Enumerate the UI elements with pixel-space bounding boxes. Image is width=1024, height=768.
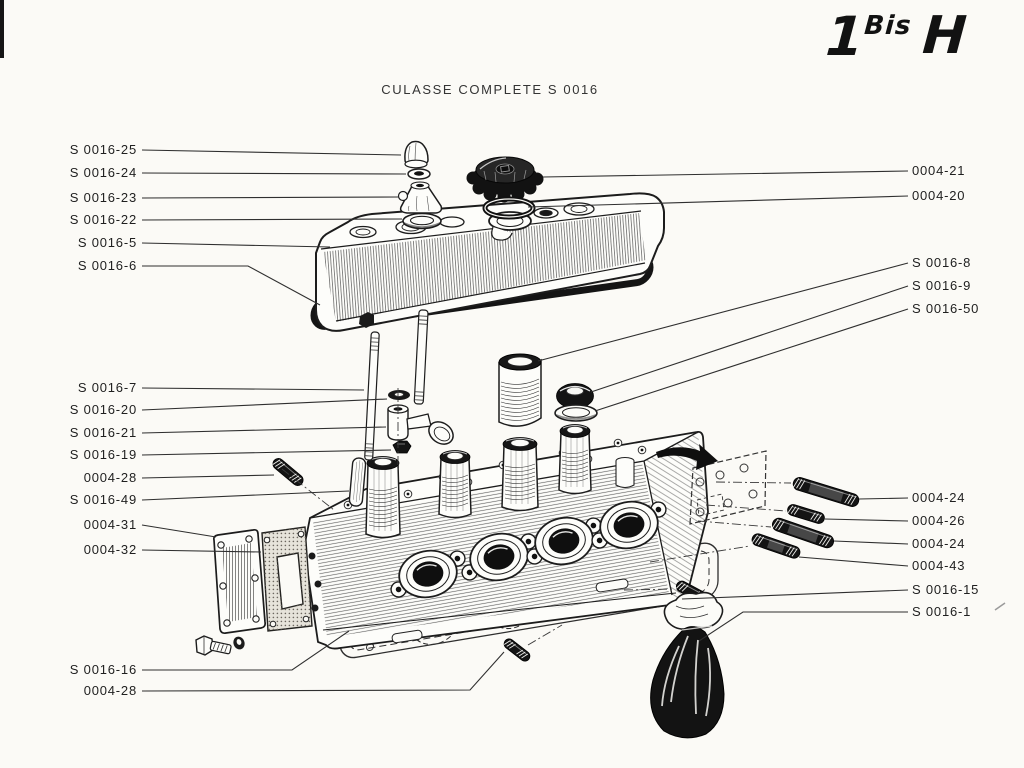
part-label: 0004-28	[83, 470, 137, 485]
flat-ring	[402, 212, 442, 230]
tube-seal-ring	[556, 383, 594, 409]
head-studs	[272, 458, 860, 662]
part-label: S 0016-49	[69, 492, 137, 507]
part-label: S 0016-7	[77, 380, 137, 395]
end-plate-gasket	[261, 526, 313, 632]
acorn-nut	[404, 140, 429, 169]
part-label: S 0016-24	[69, 165, 137, 180]
part-label: 0004-28	[83, 683, 137, 698]
centerlines	[281, 388, 792, 646]
valve-guide-towers	[365, 424, 592, 539]
parts-bag	[650, 591, 725, 739]
dowel-pin	[348, 457, 367, 507]
cone-seal	[397, 181, 443, 214]
part-label: S 0016-19	[69, 447, 137, 462]
cover-stud-long-2	[413, 309, 429, 405]
end-plate	[212, 528, 267, 635]
part-label: S 0016-1	[912, 604, 972, 619]
page-title: CULASSE COMPLETE S 0016	[381, 82, 599, 97]
cover-bolt	[195, 635, 245, 656]
part-label: 0004-20	[912, 188, 966, 203]
part-label: S 0016-16	[69, 662, 137, 677]
part-label: S 0016-20	[69, 402, 137, 417]
scan-speck	[994, 602, 1006, 611]
part-label: S 0016-50	[912, 301, 980, 316]
part-label: 0004-32	[83, 542, 137, 557]
part-label: S 0016-15	[912, 582, 980, 597]
rocker-cover	[315, 192, 665, 332]
filler-cap-seal	[482, 196, 536, 220]
part-label: 0004-31	[83, 517, 137, 532]
leader-lines	[141, 149, 909, 692]
side-plate-outline	[689, 450, 767, 525]
tube-seal-washer	[554, 404, 598, 422]
part-label: S 0016-25	[69, 142, 137, 157]
fitting-nut	[392, 440, 412, 454]
part-label: 0004-24	[912, 536, 966, 551]
part-label: S 0016-23	[69, 190, 137, 205]
part-label: 0004-21	[912, 163, 966, 178]
cover-stud-long	[364, 331, 380, 461]
part-label: S 0016-9	[912, 278, 972, 293]
filler-cap	[466, 156, 544, 203]
part-label: S 0016-21	[69, 425, 137, 440]
part-label: S 0016-22	[69, 212, 137, 227]
sealing-washer	[388, 390, 410, 400]
scan-artifact	[0, 0, 4, 58]
plug-tube	[498, 353, 542, 427]
part-label: 0004-24	[912, 490, 966, 505]
part-label: S 0016-6	[77, 258, 137, 273]
exhaust-ports	[390, 500, 667, 599]
part-label: S 0016-8	[912, 255, 972, 270]
part-label: S 0016-5	[77, 235, 137, 250]
part-label: 0004-26	[912, 513, 966, 528]
assembly-arrow	[656, 444, 718, 470]
seal-ring-small	[407, 168, 431, 180]
part-label: 0004-43	[912, 558, 966, 573]
